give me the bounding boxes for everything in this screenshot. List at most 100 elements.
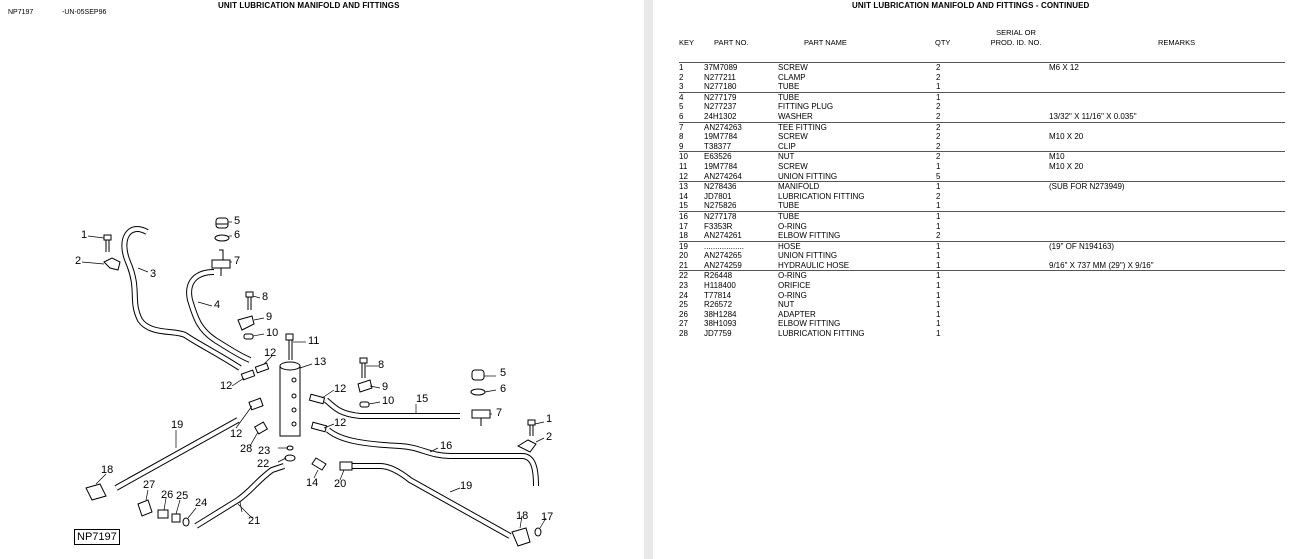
row-key: 5	[679, 102, 684, 112]
row-qty: 1	[936, 240, 1049, 252]
row-key: 15	[679, 201, 688, 211]
callout: 6	[500, 383, 507, 395]
clamp-2	[103, 257, 121, 271]
callout: 14	[306, 477, 319, 489]
row-part-name: ORIFICE	[778, 281, 811, 291]
callout: 12	[264, 347, 277, 359]
page-divider	[644, 0, 653, 559]
row-key: 1	[679, 61, 704, 73]
row-key: 7	[679, 121, 704, 133]
row-part-no: N277180	[704, 82, 737, 92]
row-remarks: (19" OF N194163)	[1049, 240, 1285, 252]
hose-19-right	[352, 463, 512, 539]
row-key: 28	[679, 329, 688, 339]
callout: 17	[541, 511, 554, 523]
row-part-name: TEE FITTING	[778, 121, 936, 133]
nut-10-right	[359, 401, 370, 408]
row-part-name: ELBOW FITTING	[778, 231, 841, 241]
manifold-13	[279, 361, 301, 437]
row-key: 2	[679, 72, 684, 82]
washer-6-right	[470, 388, 486, 396]
row-part-no: T77814	[704, 290, 732, 300]
screw-11	[285, 333, 294, 360]
row-remarks	[1049, 270, 1285, 282]
row-part-name: CLAMP	[778, 72, 806, 82]
row-part-name: LUBRICATION FITTING	[778, 329, 865, 339]
row-key: 23	[679, 281, 688, 291]
row-part-name: TUBE	[778, 91, 936, 103]
row-qty: 2	[936, 72, 941, 82]
callout: 20	[334, 478, 347, 490]
row-part-no: N277178	[704, 210, 778, 222]
row-qty: 2	[936, 191, 941, 201]
row-part-no: 38H1093	[704, 319, 737, 329]
row-qty: 1	[936, 251, 941, 261]
row-part-name: UNION FITTING	[778, 251, 838, 261]
callout: 16	[440, 440, 453, 452]
tube-3	[121, 226, 242, 371]
row-remarks	[1049, 319, 1285, 329]
callout: 7	[496, 407, 503, 419]
row-part-name: CLIP	[778, 141, 796, 151]
row-part-name: HOSE	[778, 240, 936, 252]
row-remarks	[1049, 192, 1285, 202]
row-remarks	[1049, 329, 1285, 339]
leader-lines	[81, 221, 547, 529]
row-part-no: JD7759	[704, 329, 732, 339]
row-remarks	[1049, 201, 1285, 211]
row-part-no: 19M7784	[704, 132, 738, 142]
callout: 1	[81, 229, 88, 241]
row-qty: 2	[936, 61, 1049, 73]
row-key: 25	[679, 300, 688, 310]
row-key: 3	[679, 82, 684, 92]
left-page: NP7197 -UN-05SEP96 UNIT LUBRICATION MANI…	[0, 0, 644, 559]
row-key: 17	[679, 221, 688, 231]
screw-8	[245, 291, 254, 310]
row-remarks	[1049, 172, 1285, 182]
row-remarks	[1049, 291, 1285, 301]
fitting-plug-5-right	[471, 369, 485, 381]
callout: 4	[214, 299, 221, 311]
row-part-no: N277237	[704, 102, 737, 112]
elbow-fitting-18-right	[511, 527, 531, 547]
header-part-no: PART NO.	[714, 38, 749, 47]
tube-16	[326, 427, 539, 487]
screw-1	[103, 234, 112, 252]
row-key: 6	[679, 111, 684, 121]
row-part-name: UNION FITTING	[778, 171, 838, 181]
row-qty: 2	[936, 102, 941, 112]
callout: 12	[334, 383, 347, 395]
row-remarks	[1049, 210, 1285, 222]
row-key: 18	[679, 231, 688, 241]
callout: 25	[176, 490, 189, 502]
callout: 13	[314, 356, 327, 368]
callout: 5	[234, 215, 241, 227]
row-qty: 2	[936, 121, 1049, 133]
row-remarks	[1049, 73, 1285, 83]
row-key: 14	[679, 191, 688, 201]
row-part-name: TUBE	[778, 210, 936, 222]
callout: 11	[308, 335, 320, 347]
hose-19-left	[114, 417, 240, 491]
callout: 27	[143, 479, 156, 491]
row-qty: 1	[936, 210, 1049, 222]
callout: 24	[195, 497, 208, 509]
tee-fitting-7	[211, 249, 231, 276]
row-key: 9	[679, 141, 684, 151]
row-key: 16	[679, 210, 704, 222]
header-qty: QTY	[935, 38, 951, 47]
row-key: 13	[679, 181, 704, 192]
row-remarks: M10	[1049, 151, 1285, 162]
row-part-name: ELBOW FITTING	[778, 319, 841, 329]
